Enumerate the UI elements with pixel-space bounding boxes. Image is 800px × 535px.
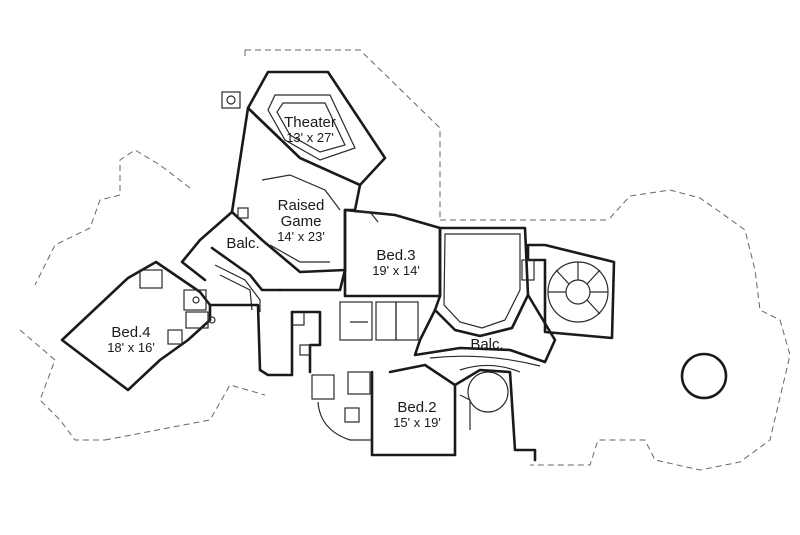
bed4-label: Bed.4 18' x 16': [96, 325, 166, 354]
balc-upper-name: Balc.: [226, 235, 260, 252]
raised-game-dims: 14' x 23': [277, 228, 325, 244]
bed3-dims: 19' x 14': [372, 262, 420, 278]
bed4-room-walls: [60, 260, 294, 392]
central-hall-walls: [278, 268, 347, 374]
bed4-dims: 18' x 16': [107, 339, 155, 355]
theater-name: Theater: [284, 114, 336, 131]
bed3-label: Bed.3 19' x 14': [358, 248, 434, 277]
lower-balcony-walls: [413, 293, 557, 373]
roof-outline-dashed: [19, 49, 791, 471]
spiral-stair-tower: [521, 243, 616, 340]
balc-lower-label: Balc.: [462, 337, 512, 353]
octagon-room-walls: [433, 226, 530, 338]
raised-game-name-2: Game: [280, 212, 322, 230]
bed2-name: Bed.2: [397, 399, 437, 416]
bed2-room-walls: [311, 363, 537, 462]
bed3-name: Bed.3: [376, 247, 416, 264]
balc-lower-name: Balc.: [470, 336, 504, 353]
theater-label: Theater 13' x 27': [270, 115, 350, 144]
raised-game-label: Raised Game 14' x 23': [260, 198, 342, 243]
round-patio: [680, 352, 728, 400]
balc-upper-label: Balc.: [218, 236, 268, 252]
bed2-dims: 15' x 19': [393, 414, 441, 430]
bed4-name: Bed.4: [111, 324, 151, 341]
upper-balcony-walls: [180, 210, 282, 312]
raised-game-name-1: Raised: [277, 197, 325, 214]
bed2-label: Bed.2 15' x 19': [380, 400, 454, 429]
theater-dims: 13' x 27': [286, 129, 334, 145]
